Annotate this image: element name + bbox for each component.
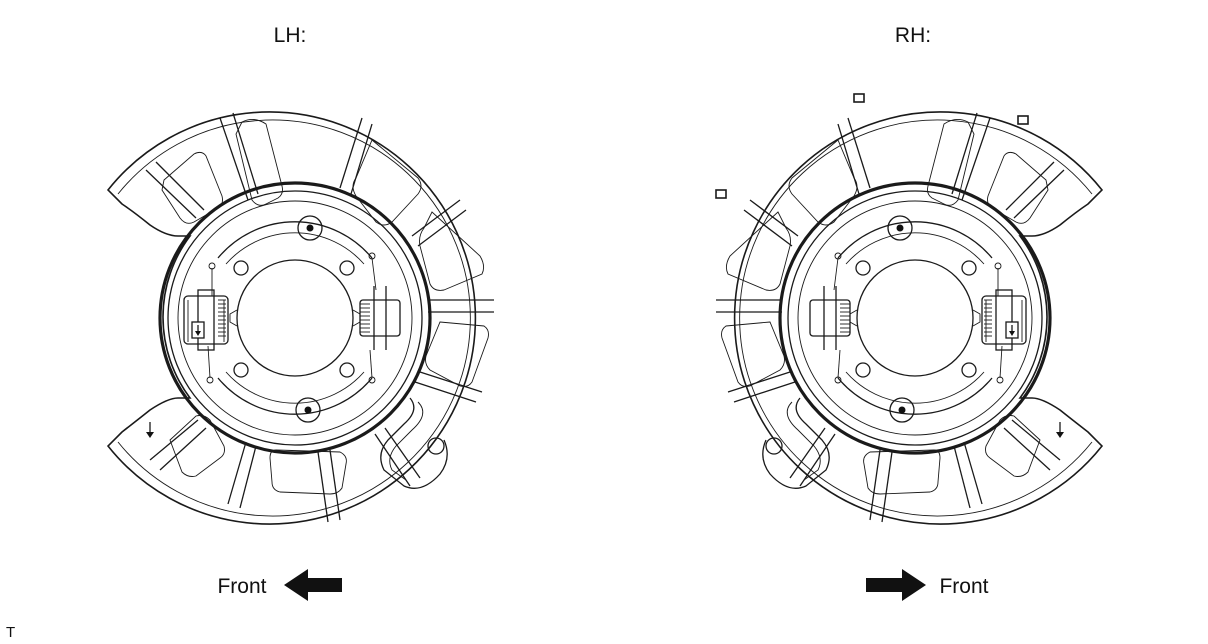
rh-front-indicator: Front <box>866 569 989 601</box>
lh-front-label: Front <box>217 575 266 598</box>
rh-brake-shoe-assembly <box>809 215 1027 423</box>
rh-notch-down-arrow-icon <box>1056 422 1064 438</box>
rh-shield-ribs <box>716 112 1065 523</box>
lh-backing-plate <box>106 111 494 525</box>
lh-hub-hole <box>236 259 354 377</box>
lh-label: LH: <box>274 24 307 47</box>
lh-notch-down-arrow-icon <box>146 422 154 438</box>
lh-shield-ribs <box>145 112 494 523</box>
rh-shield-panels <box>721 119 1049 495</box>
rh-bottom-anchor-pin <box>889 397 915 423</box>
lh-shield-inner-rim <box>117 119 471 517</box>
rh-front-label: Front <box>939 575 988 598</box>
rh-shield-inner-rim <box>739 119 1093 517</box>
figure-code: T <box>6 624 15 641</box>
rh-dust-shield-outline <box>733 111 1104 525</box>
lh-bottom-anchor-pin <box>295 397 321 423</box>
lh-dust-shield-outline <box>106 111 477 525</box>
rh-backing-plate-rim <box>778 181 1052 455</box>
rh-backing-plate <box>715 93 1104 525</box>
rh-front-arrow-icon <box>866 569 926 601</box>
lh-front-indicator: Front <box>217 569 342 601</box>
lh-top-anchor-pin <box>297 215 323 241</box>
rh-hub-hole <box>856 259 974 377</box>
lh-brake-shoe-assembly <box>183 215 401 423</box>
rh-label: RH: <box>895 24 931 47</box>
rh-shield-tabs <box>715 93 1029 199</box>
lh-front-arrow-icon <box>284 569 342 601</box>
lh-backing-plate-rim <box>158 181 432 455</box>
rh-top-anchor-pin <box>887 215 913 241</box>
